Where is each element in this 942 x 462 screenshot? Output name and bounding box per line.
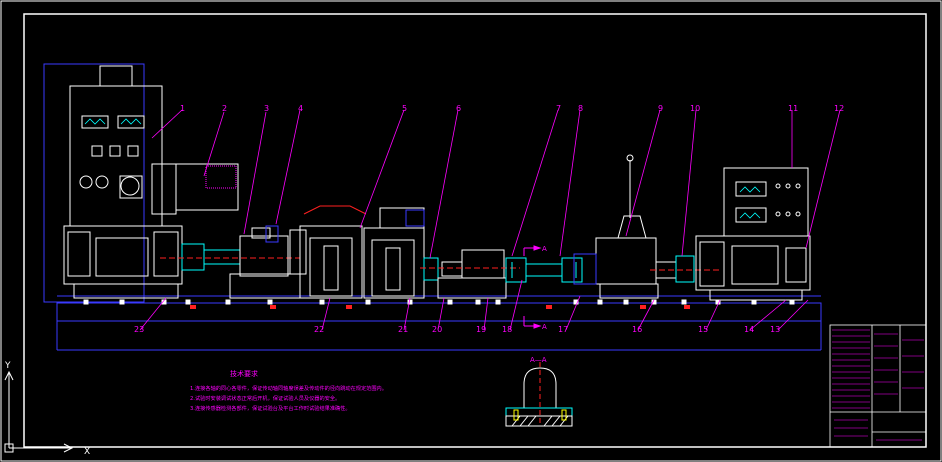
right-meters	[739, 186, 761, 219]
balloon-8: 8	[578, 104, 583, 113]
note-2: 2.试验时安装调试状态正常后开机，保证试验人员及仪器的安全。	[190, 394, 340, 402]
gearbox-frame-left	[299, 205, 367, 299]
note-1: 1.连接各轴的同心各零件，保证传动轴同轴度误差及传动件的径向跳动在规定范围内。	[190, 384, 387, 392]
axis-x-label: X	[84, 447, 90, 457]
notes-title: 技术要求	[230, 369, 258, 378]
right-coupling	[650, 255, 720, 283]
balloon-15: 15	[698, 325, 708, 334]
section-mark-bottom: A	[523, 316, 547, 331]
section-label-bottom: A	[542, 323, 547, 331]
balloon-18: 18	[502, 325, 512, 334]
balloon-4: 4	[298, 104, 303, 113]
balloon-11: 11	[788, 104, 798, 113]
gearbox-frame-right	[363, 207, 425, 299]
torque-sensor-assembly	[229, 225, 307, 299]
gearbox-under-test	[573, 154, 659, 299]
balloon-16: 16	[632, 325, 642, 334]
balloon-23: 23	[134, 325, 144, 334]
ucs-axis-icon	[4, 370, 74, 453]
balloon-17: 17	[558, 325, 568, 334]
axis-y-label: Y	[4, 361, 11, 371]
balloon-22: 22	[314, 325, 324, 334]
left-control-cabinet	[69, 65, 163, 227]
title-block	[829, 324, 927, 448]
test-bed-base	[43, 63, 822, 351]
section-view	[505, 362, 573, 427]
balloon-3: 3	[264, 104, 269, 113]
balloon-1: 1	[180, 104, 185, 113]
balloon-10: 10	[690, 104, 700, 113]
balloon-leaders	[139, 109, 841, 331]
motor-hatch	[205, 165, 237, 189]
balloon-5: 5	[402, 104, 407, 113]
left-shaft	[160, 243, 300, 271]
title-block-rows	[832, 329, 924, 441]
balloon-2: 2	[222, 104, 227, 113]
right-control-cabinet	[723, 167, 809, 237]
section-mark-top: A	[523, 245, 547, 256]
cardan-shaft	[505, 257, 583, 283]
balloon-14: 14	[744, 325, 754, 334]
balloon-9: 9	[658, 104, 663, 113]
balloon-13: 13	[770, 325, 780, 334]
bed-slot-marks	[190, 305, 690, 309]
inner-frame	[23, 13, 927, 448]
balloon-7: 7	[556, 104, 561, 113]
balloon-6: 6	[456, 104, 461, 113]
balloon-19: 19	[476, 325, 486, 334]
load-motor-right	[695, 235, 811, 301]
balloon-12: 12	[834, 104, 844, 113]
section-label-top: A	[542, 245, 547, 253]
balloon-21: 21	[398, 325, 408, 334]
section-view-title: A—A	[530, 356, 547, 364]
left-meters	[84, 118, 142, 125]
balloon-20: 20	[432, 325, 442, 334]
balloon-labels: 1 2 3 4 5 6 7 8 9 10 11 12 13 14 15 16 1…	[134, 104, 844, 334]
note-3: 3.连接传感器检测各部件，保证试验台及平台工作时试验结果准确性。	[190, 404, 351, 412]
middle-coupling	[420, 249, 520, 299]
drive-motor-left	[63, 163, 239, 299]
